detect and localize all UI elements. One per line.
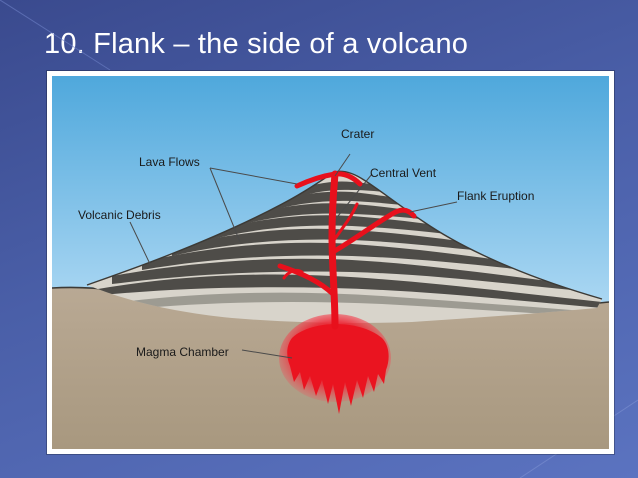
label-crater: Crater [341, 127, 374, 141]
label-volcanic-debris: Volcanic Debris [78, 208, 161, 222]
label-flank-eruption: Flank Eruption [457, 189, 534, 203]
magma-conduits [277, 170, 417, 330]
label-lava-flows: Lava Flows [139, 155, 200, 169]
volcano-illustration: Crater Lava Flows Central Vent Flank Eru… [52, 76, 609, 449]
label-leaders [129, 153, 458, 359]
label-central-vent: Central Vent [370, 166, 437, 180]
magma-chamber [279, 314, 391, 414]
label-magma-chamber: Magma Chamber [136, 345, 229, 359]
volcano-diagram: Crater Lava Flows Central Vent Flank Eru… [47, 71, 614, 454]
slide-title: 10. Flank – the side of a volcano [44, 28, 469, 60]
